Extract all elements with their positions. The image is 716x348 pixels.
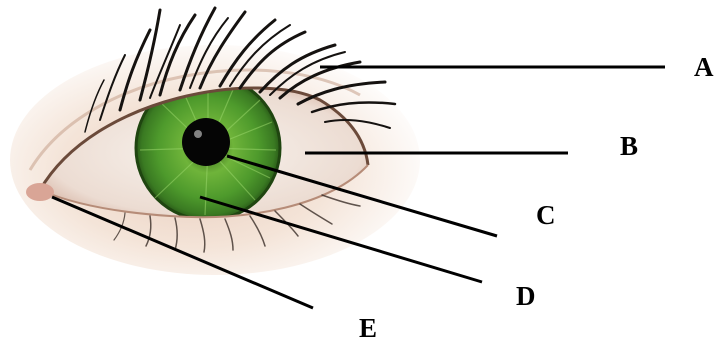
label-b: B — [620, 133, 638, 160]
tear-duct — [26, 183, 54, 201]
label-a: A — [694, 54, 714, 81]
label-c: C — [536, 202, 556, 229]
pupil-highlight — [194, 130, 202, 138]
pupil — [182, 118, 230, 166]
label-e: E — [359, 315, 377, 342]
label-d: D — [516, 283, 536, 310]
